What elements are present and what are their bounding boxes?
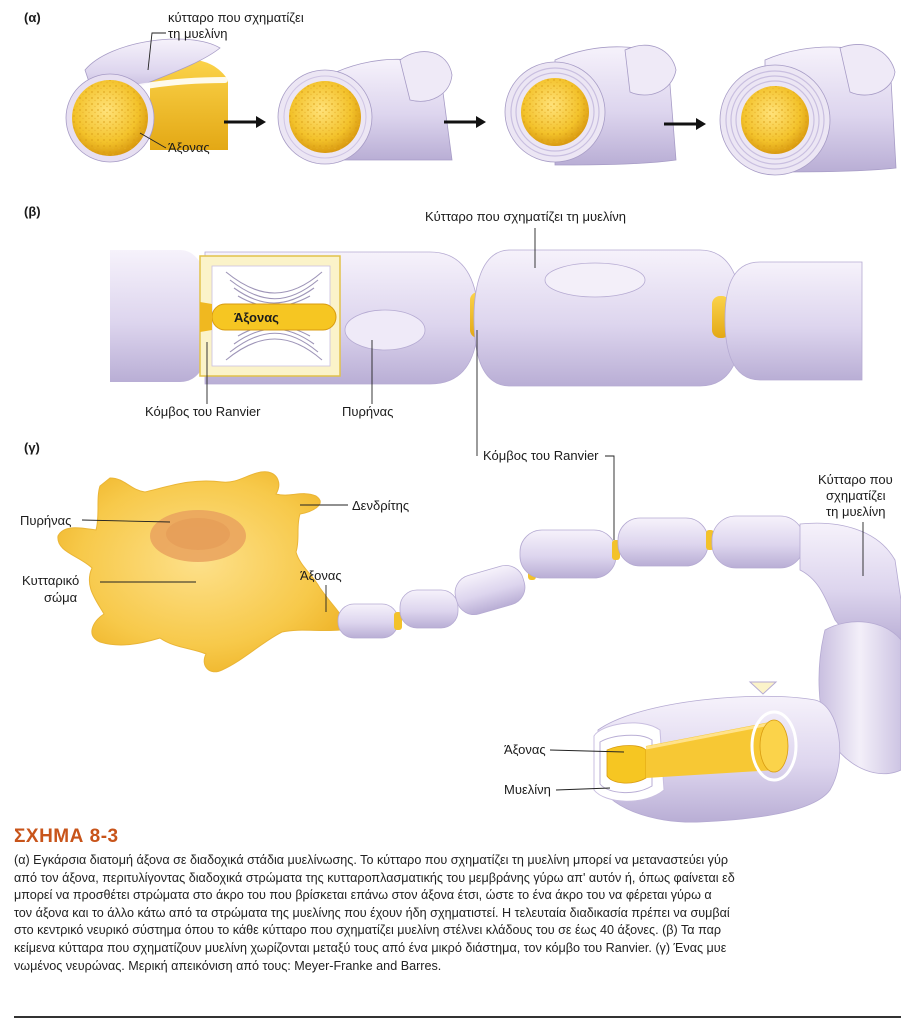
panel-a-myelin-cell-label-1: κύτταρο που σχηματίζει: [168, 10, 304, 25]
panel-c-axon-top-label: Άξονας: [300, 568, 342, 583]
stage-arrow-2-head: [476, 116, 486, 128]
caption-line: κείμενα κύτταρα που σχηματίζουν μυελίνη …: [14, 940, 727, 955]
panel-c-myelin-cell-label-1: Κύτταρο που: [818, 472, 893, 487]
panel-c-myelin-cell-label-2: σχηματίζει: [826, 488, 886, 503]
panel-a-myelin-leader: [147, 32, 166, 71]
figure-caption-title: ΣΧΗΜΑ 8-3: [14, 826, 119, 847]
neuron-cell-body: [57, 471, 341, 673]
panel-c-myelin-cell-label-3: τη μυελίνη: [826, 504, 886, 519]
caption-line: στο κεντρικό νευρικό σύστημα όπου το κάθ…: [14, 923, 722, 938]
caption-line: (α) Εγκάρσια διατομή άξονα σε διαδοχικά …: [14, 853, 728, 867]
panel-b-tag: (β): [24, 204, 41, 219]
panel-c-dendrite-label: Δενδρίτης: [352, 498, 409, 513]
stage-4-cross-section: [719, 44, 897, 176]
panel-c-body-label-1: Κυτταρικό: [22, 573, 79, 588]
panel-a-myelin-cell-label-2: τη μυελίνη: [168, 26, 228, 41]
panel-c-axon-cut-leader: [549, 749, 625, 753]
panel-c-myelin-label: Μυελίνη: [504, 782, 551, 797]
panel-c-node-leader: [605, 455, 615, 540]
panel-c-axon-cut-label: Άξονας: [504, 742, 546, 757]
panel-c-nucleus-label: Πυρήνας: [20, 513, 71, 528]
stage-2-cross-section: [277, 51, 453, 165]
stage-1-cross-section: [65, 38, 228, 163]
panel-b-nucleus-label: Πυρήνας: [342, 404, 393, 419]
panel-a-axon-leader: [139, 132, 167, 149]
panel-c-myelin-leader: [555, 787, 611, 791]
panel-a-axon-label: Άξονας: [168, 140, 210, 155]
figure-caption: (α) Εγκάρσια διατομή άξονα σε διαδοχικά …: [14, 852, 898, 975]
caption-line: τον άξονα και το άλλο κάτω από τα στρώμα…: [14, 905, 730, 920]
stage-arrow-1-head: [256, 116, 266, 128]
caption-line: από τον άξονα, περιτυλίγοντας διαδοχικά …: [14, 870, 735, 885]
panel-a-tag: (α): [24, 10, 41, 25]
stage-arrow-3-head: [696, 118, 706, 130]
myelinated-axon-segment: [110, 249, 863, 387]
panel-c-body-label-2: σώμα: [44, 590, 78, 605]
caption-line: μπορεί να προσθέτει στρώματα στο άκρο το…: [14, 888, 712, 903]
myelinated-axon-chain: [337, 515, 901, 823]
caption-line: νωμένος νευρώνας. Μερική απεικόνιση από …: [14, 958, 442, 973]
panel-c-tag: (γ): [24, 440, 40, 455]
panel-c-nucleus-leader: [81, 519, 171, 523]
panel-b-myelin-cell-label: Κύτταρο που σχηματίζει τη μυελίνη: [425, 209, 626, 224]
panel-b-node-label-2: Κόμβος του Ranvier: [483, 448, 599, 463]
panel-b-node-label: Κόμβος του Ranvier: [145, 404, 261, 419]
stage-3-cross-section: [504, 44, 677, 166]
bottom-rule: [14, 1016, 901, 1018]
panel-b-axon-label: Άξονας: [234, 310, 279, 325]
